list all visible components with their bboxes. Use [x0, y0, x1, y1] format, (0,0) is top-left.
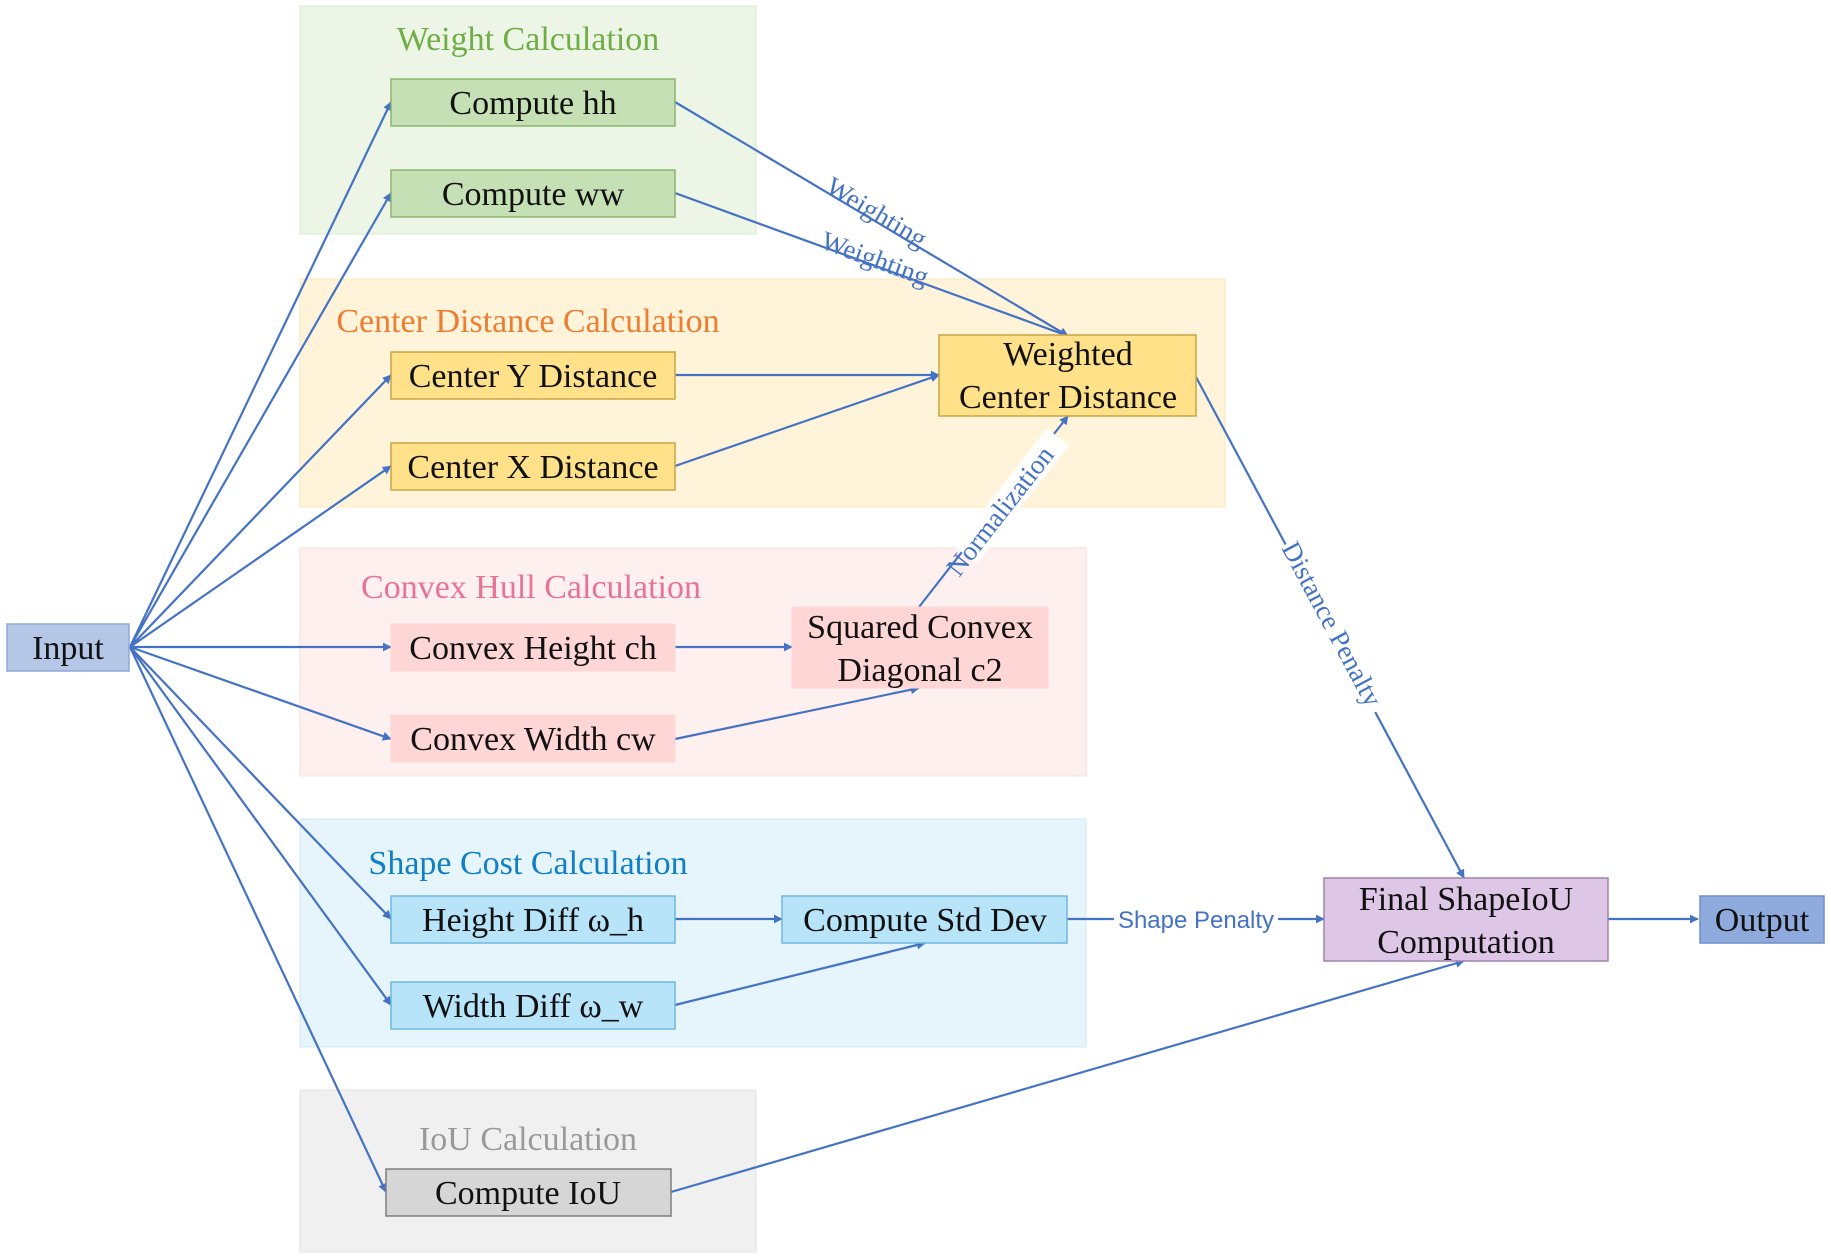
- node-center-x-box: [390, 442, 676, 491]
- node-weighted-center-label-line-1: Weighted: [1003, 336, 1132, 373]
- edge-label-distance-penalty-bg: [1276, 536, 1391, 718]
- node-compute-iou-box: [385, 1168, 672, 1217]
- edge-compute-ww-to-weighted-center: [674, 191, 1069, 338]
- node-final-label-line-1: Final ShapeIoU: [1359, 881, 1573, 918]
- node-center-x-distance[interactable]: Center X Distance: [390, 442, 676, 491]
- node-weighted-center-box: [938, 334, 1197, 417]
- node-center-y-box: [390, 351, 676, 400]
- edge-compute-iou-to-final: [670, 958, 1465, 1194]
- edge-convex-width-to-squared: [674, 685, 920, 741]
- node-squared-convex-diagonal[interactable]: Squared Convex Diagonal c2: [791, 606, 1049, 689]
- edge-label-distance-penalty: Distance Penalty: [1276, 537, 1389, 712]
- node-compute-hh[interactable]: Compute hh: [390, 78, 676, 127]
- node-final-box: [1323, 877, 1609, 962]
- node-input-label: Input: [32, 630, 104, 667]
- node-weighted-center-distance[interactable]: Weighted Center Distance: [938, 334, 1197, 417]
- group-convex-title: Convex Hull Calculation: [361, 569, 701, 606]
- edge-input-to-compute-iou: [129, 646, 387, 1193]
- edge-center-x-to-weighted-center: [674, 373, 940, 468]
- node-center-x-label: Center X Distance: [407, 449, 658, 486]
- group-iou-title: IoU Calculation: [419, 1121, 637, 1158]
- node-squared-convex-box: [791, 606, 1049, 689]
- node-width-diff-label: Width Diff ω_w: [423, 988, 644, 1025]
- node-height-diff-label: Height Diff ω_h: [422, 902, 644, 939]
- group-shape-title: Shape Cost Calculation: [368, 845, 687, 882]
- node-compute-ww-box: [390, 169, 676, 218]
- nodes: Input Compute hh Compute ww Center Y Dis…: [6, 78, 1825, 1217]
- edge-label-shape-penalty-bg: [1114, 903, 1278, 935]
- group-center-title: Center Distance Calculation: [336, 303, 719, 340]
- edge-input-to-convex-width: [129, 645, 392, 741]
- edge-input-to-center-y: [129, 374, 392, 648]
- node-input-box: [6, 623, 130, 672]
- node-std-dev-label: Compute Std Dev: [803, 902, 1047, 939]
- node-compute-hh-box: [390, 78, 676, 127]
- node-center-y-label: Center Y Distance: [409, 358, 658, 395]
- node-final-shapeiou[interactable]: Final ShapeIoU Computation: [1323, 877, 1609, 962]
- edge-label-normalization-bg: [954, 428, 1069, 564]
- node-output-label: Output: [1715, 902, 1810, 939]
- edges: [129, 101, 1699, 1194]
- node-width-diff-box: [390, 981, 676, 1030]
- node-squared-convex-label-line-1: Squared Convex: [807, 609, 1033, 646]
- node-width-diff[interactable]: Width Diff ω_w: [390, 981, 676, 1030]
- node-center-y-distance[interactable]: Center Y Distance: [390, 351, 676, 400]
- edge-input-to-center-x: [129, 465, 392, 648]
- node-convex-width[interactable]: Convex Width cw: [390, 714, 676, 763]
- node-final-label-line-2: Computation: [1377, 924, 1555, 961]
- node-output[interactable]: Output: [1699, 895, 1825, 944]
- node-height-diff[interactable]: Height Diff ω_h: [390, 895, 676, 944]
- node-compute-ww[interactable]: Compute ww: [390, 169, 676, 218]
- node-convex-height[interactable]: Convex Height ch: [390, 623, 676, 672]
- node-convex-width-box: [390, 714, 676, 763]
- edge-label-shape-penalty: Shape Penalty: [1118, 907, 1274, 934]
- node-convex-height-label: Convex Height ch: [409, 630, 656, 667]
- node-output-box: [1699, 895, 1825, 944]
- edge-input-to-compute-ww: [129, 192, 392, 648]
- node-convex-height-box: [390, 623, 676, 672]
- edge-label-shape-penalty-group: Shape Penalty: [1114, 903, 1278, 935]
- edge-input-to-width-diff: [129, 646, 392, 1006]
- edge-compute-hh-to-weighted-center: [674, 101, 1069, 337]
- node-input[interactable]: Input: [6, 623, 130, 672]
- node-squared-convex-label-line-2: Diagonal c2: [837, 652, 1002, 689]
- edge-width-diff-to-std-dev: [674, 940, 926, 1007]
- edge-input-to-compute-hh: [129, 101, 392, 648]
- node-compute-ww-label: Compute ww: [442, 176, 625, 213]
- node-height-diff-box: [390, 895, 676, 944]
- node-compute-hh-label: Compute hh: [449, 85, 616, 122]
- edge-input-to-height-diff: [129, 646, 392, 920]
- group-weight-title: Weight Calculation: [397, 21, 660, 58]
- node-compute-iou[interactable]: Compute IoU: [385, 1168, 672, 1217]
- node-compute-std-dev[interactable]: Compute Std Dev: [781, 895, 1068, 944]
- node-weighted-center-label-line-2: Center Distance: [959, 379, 1177, 416]
- node-convex-width-label: Convex Width cw: [410, 721, 656, 758]
- node-std-dev-box: [781, 895, 1068, 944]
- node-compute-iou-label: Compute IoU: [435, 1175, 621, 1212]
- edge-label-distance-penalty-group: Distance Penalty: [1276, 536, 1391, 718]
